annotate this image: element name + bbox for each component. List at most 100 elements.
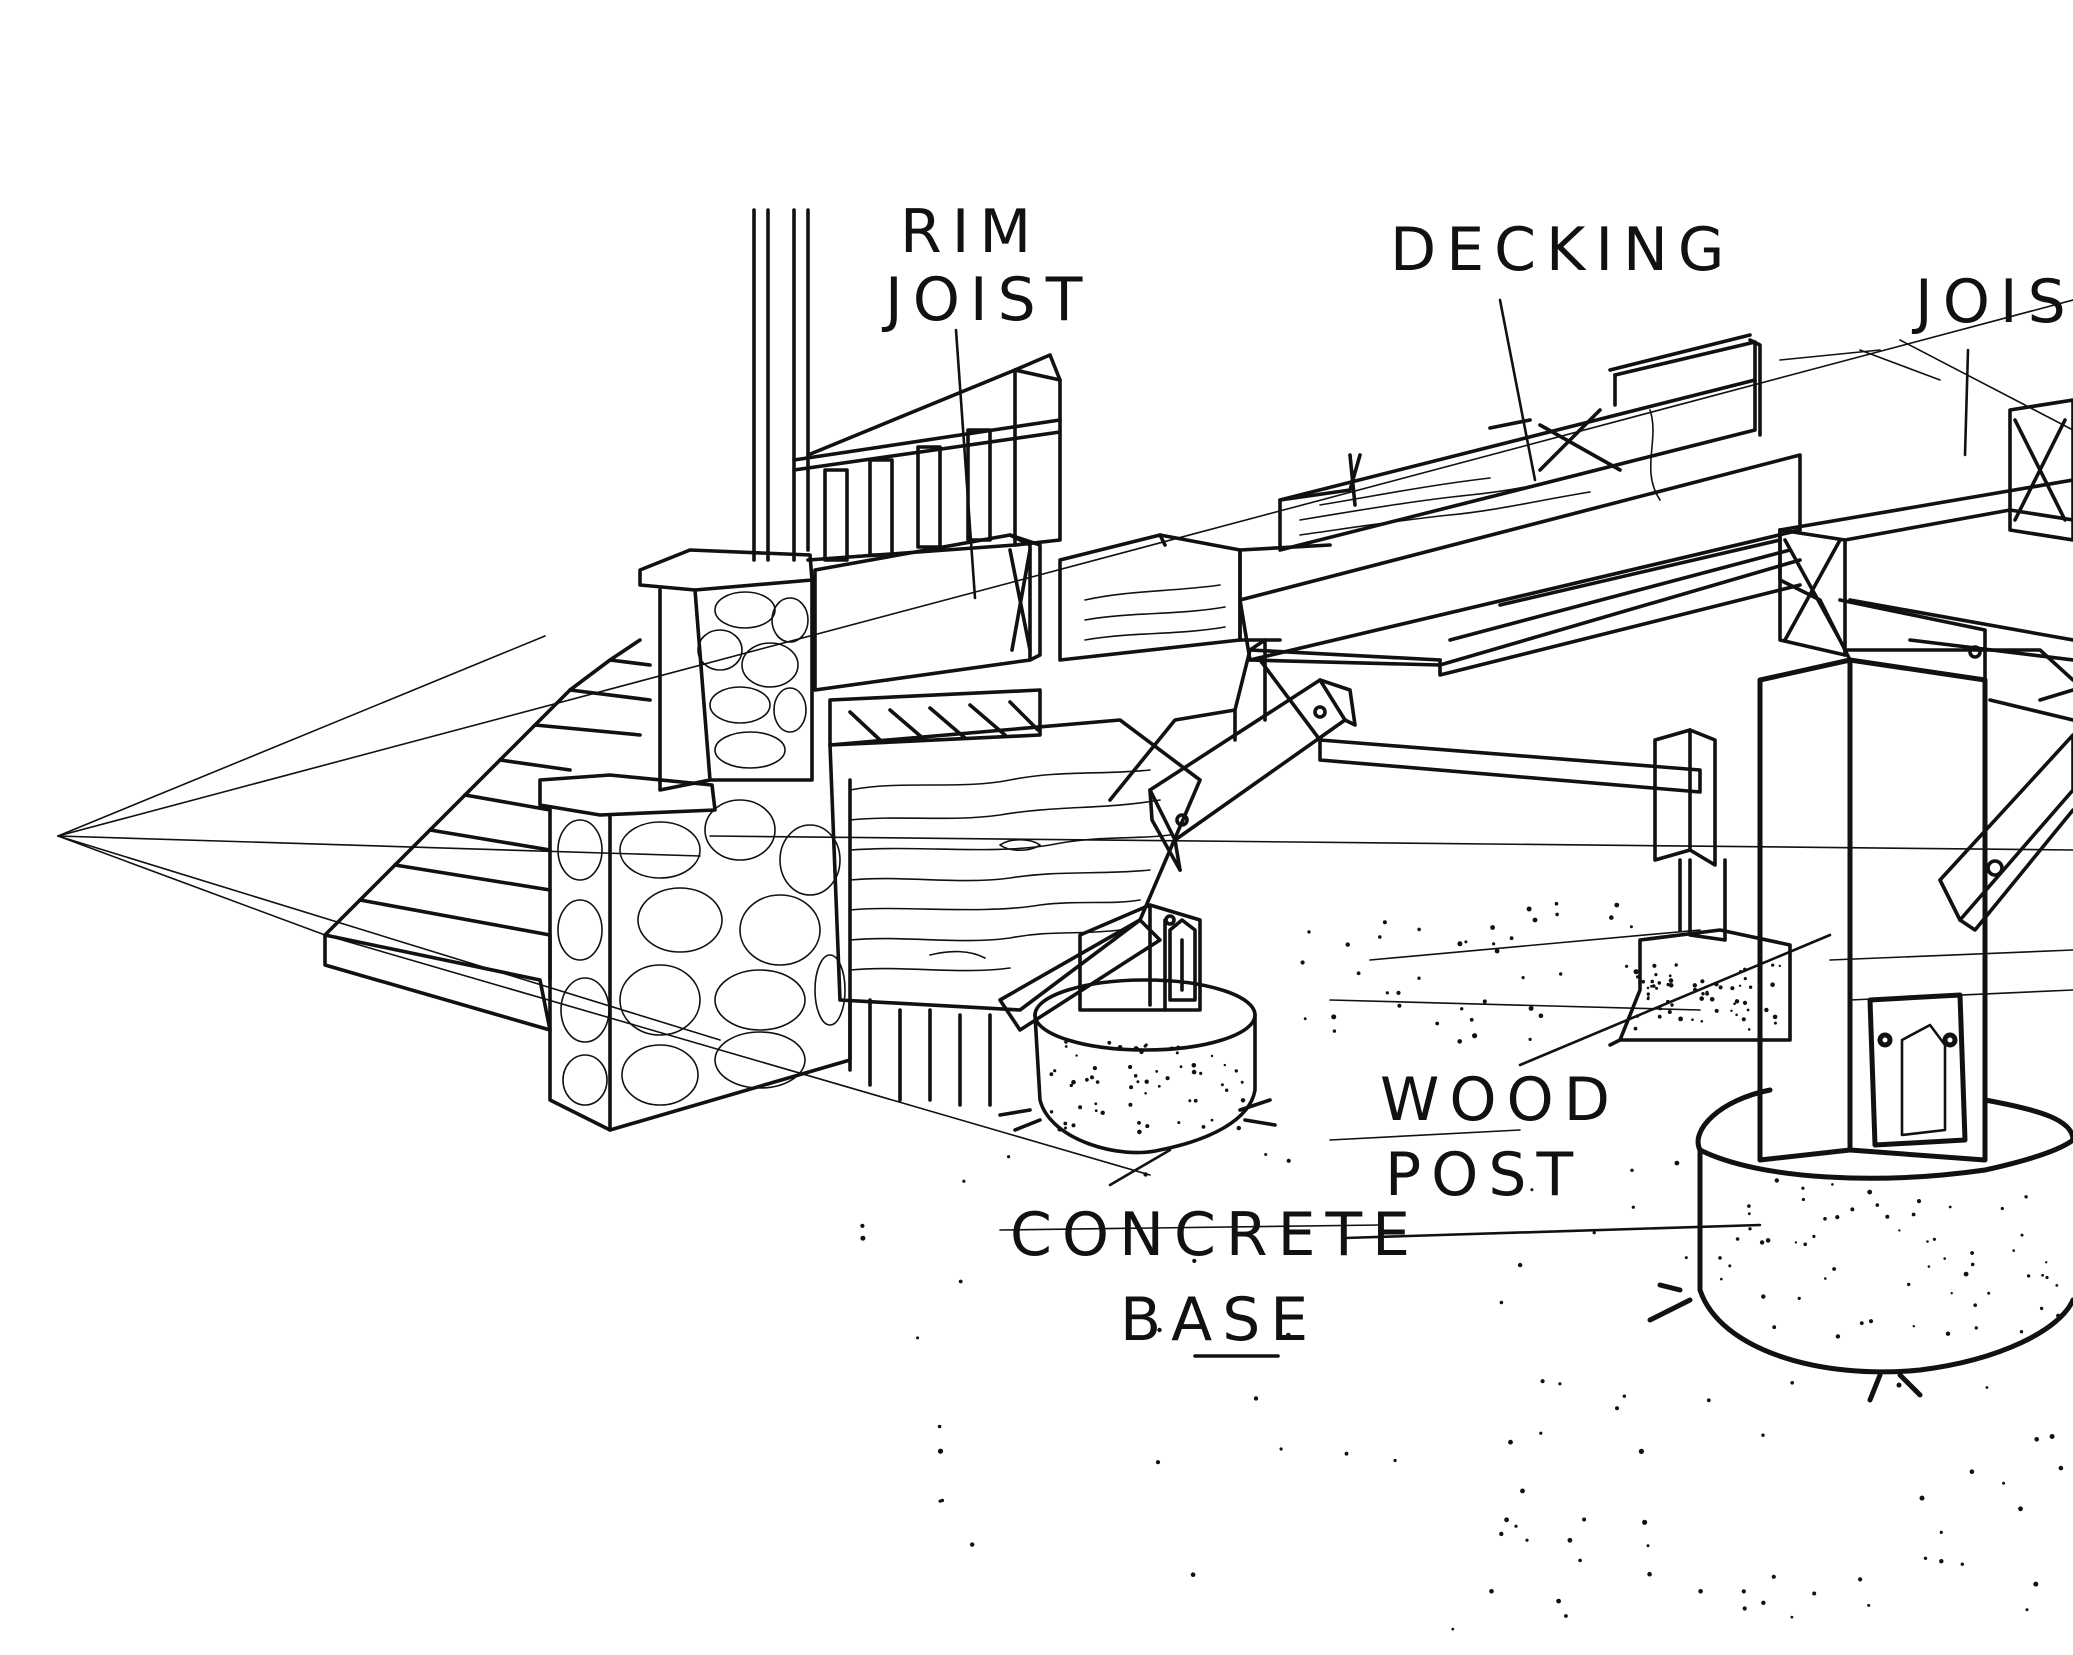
stipple-dot [1743,977,1747,981]
label-concrete-base-line-2: BASE [1120,1285,1318,1355]
stipple-dot [1948,1205,1952,1209]
stipple-dot [2056,1313,2061,1318]
stipple-dot [1236,1125,1242,1131]
stipple-dot [1049,1072,1054,1077]
stipple-dot [1489,1589,1494,1594]
stipple-dot [1658,1007,1662,1011]
stipple-dot [1490,925,1495,930]
stipple-dot [1797,1296,1801,1300]
stipple-dot [2012,1249,2015,1252]
stipple-dot [1300,960,1305,965]
stipple-dot [1085,1077,1089,1082]
stipple-dot [1539,1431,1543,1435]
stipple-dot [1742,1000,1748,1006]
stipple-dot [1170,1046,1174,1050]
stipple-dot [1559,972,1563,976]
stipple-dot [1240,1098,1246,1103]
stipple-dot [1919,1495,1925,1501]
stipple-dot [1761,1600,1766,1606]
decking-boards [1058,333,1762,662]
stipple-dot [2025,1608,2029,1612]
stipple-dot [2026,1274,2031,1278]
stipple-dot [1720,1277,1723,1281]
stipple-dot [1460,1007,1464,1011]
stipple-dot [1730,986,1735,991]
stipple-dot [1633,969,1639,975]
stipple-dot [1090,1075,1094,1080]
stipple-dot [1210,1054,1214,1058]
stipple-dot [1344,1451,1349,1456]
stipple-dot [1885,1214,1890,1219]
stipple-dot [1748,1227,1752,1231]
stipple-dot [1629,925,1633,929]
stipple-dot [1646,986,1650,990]
stipple-dot [1647,996,1650,999]
stipple-dot [1761,1294,1766,1299]
stipple-dot [1075,1054,1078,1057]
stipple-dot [1700,979,1705,984]
stipple-dot [1638,1448,1644,1454]
stipple-dot [1923,1556,1928,1561]
label-joist: JOIST [1911,267,2073,337]
stipple-dot [1670,1003,1674,1007]
stipple-dot [1286,1158,1291,1163]
concrete-base-left [998,978,1277,1155]
stipple-dot [1554,901,1559,906]
stipple-dot [1970,1262,1975,1267]
stipple-dot [1759,1240,1765,1245]
stipple-dot [1143,1172,1148,1177]
stipple-dot [1071,1079,1076,1085]
stipple-dot [1191,1069,1197,1075]
stipple-dot [1345,942,1350,947]
board-wall-grain [849,769,1171,972]
stipple-dot [1397,1003,1402,1008]
stipple-dot [1464,940,1468,944]
ground-dots [860,901,2064,1631]
stipple-dot [2041,1273,2044,1277]
concrete-base-middle [1608,928,1792,1047]
wood-post-right [1757,657,1988,1163]
stipple-dot [1654,973,1658,977]
stipple-dot [1525,1538,1529,1542]
stipple-dot [1417,927,1421,932]
stipple-dot [1191,1063,1197,1068]
stipple-dot [1540,1379,1545,1384]
stipple-dot [1911,1212,1916,1217]
stipple-dot [1801,1197,1805,1202]
stipple-dot [1943,1257,1946,1260]
stipple-dot [1193,1098,1198,1103]
stipple-dot [940,1498,944,1503]
stipple-dot [937,1424,942,1429]
stipple-dot [1133,1074,1138,1078]
leader-lines [954,298,1970,1240]
stipple-dot [1858,1577,1863,1582]
stipple-dot [1831,1183,1834,1186]
stipple-dot [1133,1046,1139,1051]
stipple-dot [962,1179,966,1183]
stipple-dot [1117,1045,1123,1050]
stipple-dot [1614,902,1620,908]
stipple-dot [1734,999,1740,1004]
stipple-dot [1650,985,1653,988]
stipple-dot [1927,1265,1931,1268]
stipple-dot [1772,1014,1778,1020]
stipple-dot [1812,1234,1816,1238]
wood-post-middle [1653,728,1727,942]
stipple-dot [1824,1277,1827,1280]
stipple-dot [1064,1040,1068,1044]
stipple-dot [1774,1178,1780,1183]
stipple-dot [1973,1303,1977,1307]
stipple-dot [1770,982,1775,987]
stipple-dot [2049,1434,2055,1439]
stipple-dot [1759,1006,1763,1009]
stipple-dot [1499,1531,1504,1537]
stipple-dot [2019,1330,2024,1334]
stipple-dot [1622,1394,1627,1398]
stipple-dot [1741,1589,1746,1594]
stipple-dot [1772,1325,1777,1330]
stipple-dot [1514,1524,1518,1528]
stipple-dot [1331,1014,1337,1020]
stipple-dot [1578,1558,1582,1563]
stipple-dot [1970,1251,1974,1255]
